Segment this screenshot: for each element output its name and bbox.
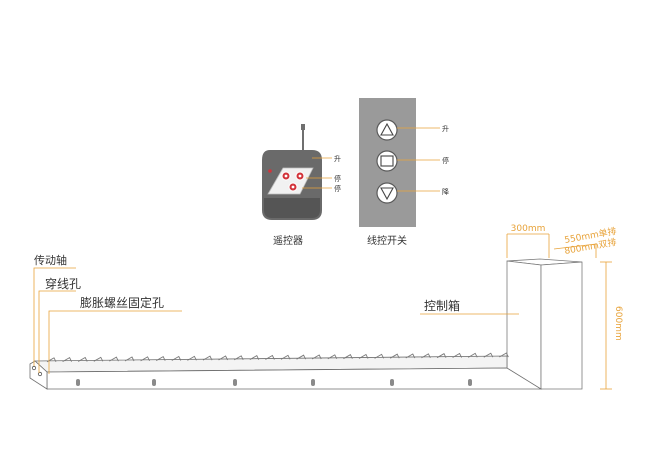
- spike: [265, 354, 275, 360]
- barrier-beam: [29, 352, 543, 390]
- spike: [124, 356, 135, 362]
- spike: [452, 352, 463, 358]
- anchor-hole: [390, 379, 394, 386]
- spike: [296, 354, 307, 360]
- label-anchor-holes: 膨胀螺丝固定孔: [80, 295, 164, 310]
- spike: [499, 352, 509, 358]
- spike: [374, 353, 385, 359]
- spike: [311, 354, 322, 360]
- switch-label-up: 升: [442, 124, 449, 133]
- dim-height: 600mm: [613, 306, 623, 341]
- anchor-holes: [76, 379, 472, 386]
- anchor-hole: [152, 379, 156, 386]
- remote-control: 升 停 停 遥控器: [262, 124, 341, 247]
- spike: [327, 354, 338, 360]
- spike: [77, 356, 88, 362]
- spike: [202, 355, 213, 361]
- beam-spikes: [46, 352, 509, 363]
- remote-led: [268, 169, 272, 173]
- wall-switch-caption: 线控开关: [367, 234, 407, 247]
- spike: [187, 355, 197, 361]
- anchor-hole: [468, 379, 472, 386]
- beam-front-face: [46, 367, 543, 390]
- spike: [467, 352, 478, 358]
- spike: [171, 355, 182, 361]
- spike: [218, 355, 229, 361]
- remote-caption: 遥控器: [273, 234, 303, 247]
- spike: [109, 356, 119, 362]
- spike: [249, 355, 260, 361]
- spike: [280, 354, 291, 360]
- remote-label-up: 升: [334, 154, 341, 163]
- spike: [483, 352, 494, 358]
- remote-label-stop: 停: [334, 174, 341, 183]
- wall-switch: 升 停 降 线控开关: [359, 98, 449, 247]
- spike: [62, 357, 73, 363]
- anchor-hole: [76, 379, 80, 386]
- spike: [343, 354, 353, 360]
- spike: [93, 356, 104, 362]
- dimension-annotations: 300mm 550mm单排 800mm双排 600mm: [506, 224, 623, 390]
- label-control-box: 控制箱: [424, 298, 460, 313]
- spike: [155, 356, 166, 362]
- label-cable-hole: 穿线孔: [45, 276, 81, 291]
- spike: [389, 353, 400, 359]
- cable-hole: [37, 371, 43, 377]
- switch-stop-button[interactable]: [376, 150, 398, 172]
- label-shaft: 传动轴: [34, 253, 67, 267]
- spike: [436, 353, 447, 359]
- switch-label-stop: 停: [442, 156, 449, 165]
- spike: [140, 356, 151, 362]
- anchor-hole: [311, 379, 315, 386]
- dim-width: 300mm: [511, 224, 546, 234]
- spike: [233, 355, 244, 361]
- control-box: [506, 258, 583, 390]
- spike: [421, 353, 431, 359]
- barrier-annotations: 传动轴 穿线孔 膨胀螺丝固定孔 控制箱: [33, 253, 519, 374]
- spike: [358, 353, 369, 359]
- shaft-hole: [31, 365, 37, 371]
- switch-label-down: 降: [442, 187, 449, 196]
- spike: [405, 353, 416, 359]
- remote-label-down: 停: [334, 184, 341, 193]
- anchor-hole: [233, 379, 237, 386]
